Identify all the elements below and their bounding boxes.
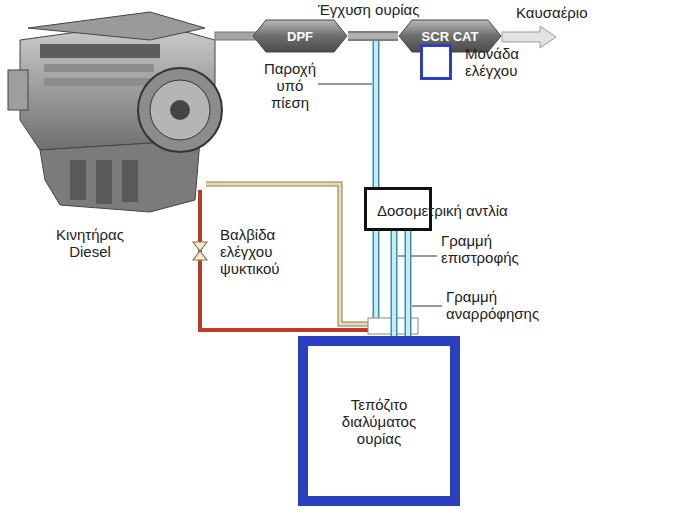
node-label: DPF bbox=[252, 29, 348, 44]
urea-tank: Τεπόζιτο διαλύματος ουρίας bbox=[298, 336, 460, 506]
node-label: Δοσομετρική αντλία bbox=[377, 202, 508, 219]
node-label: Μονάδα ελέγχου bbox=[465, 45, 545, 79]
node-label: Τεπόζιτο διαλύματος ουρίας bbox=[334, 396, 424, 447]
control-unit: Μονάδα ελέγχου bbox=[420, 44, 452, 80]
exhaust-label: Καυσαέριο bbox=[516, 4, 588, 21]
coolant-line bbox=[206, 184, 372, 324]
urea-line bbox=[408, 231, 409, 336]
urea-line bbox=[394, 231, 395, 336]
exhaust-arrow bbox=[502, 26, 556, 48]
valve-label: Βαλβίδα ελέγχου ψυκτικού bbox=[220, 226, 320, 277]
supply-label: Παροχή υπό πίεση bbox=[262, 60, 318, 111]
suction-line-label: Γραμμή αναρρόφησης bbox=[446, 288, 566, 322]
supply-line bbox=[373, 40, 380, 322]
leader-line bbox=[412, 306, 442, 307]
coolant-line bbox=[200, 190, 372, 330]
leader-line bbox=[318, 84, 372, 85]
return-line-label: Γραμμή επιστροφής bbox=[441, 232, 551, 266]
dosing-pump: Δοσομετρική αντλία bbox=[364, 187, 432, 231]
engine-label: Κινητήρας Diesel bbox=[40, 226, 140, 260]
dpf-filter: DPF bbox=[252, 18, 348, 54]
valve-symbol bbox=[193, 242, 207, 260]
engine-illustration bbox=[8, 12, 222, 212]
exhaust-pipe bbox=[348, 36, 398, 37]
leader-line bbox=[398, 256, 437, 257]
injection-label: Έγχυση ουρίας bbox=[318, 1, 419, 18]
node-label: SCR CAT bbox=[398, 29, 502, 44]
